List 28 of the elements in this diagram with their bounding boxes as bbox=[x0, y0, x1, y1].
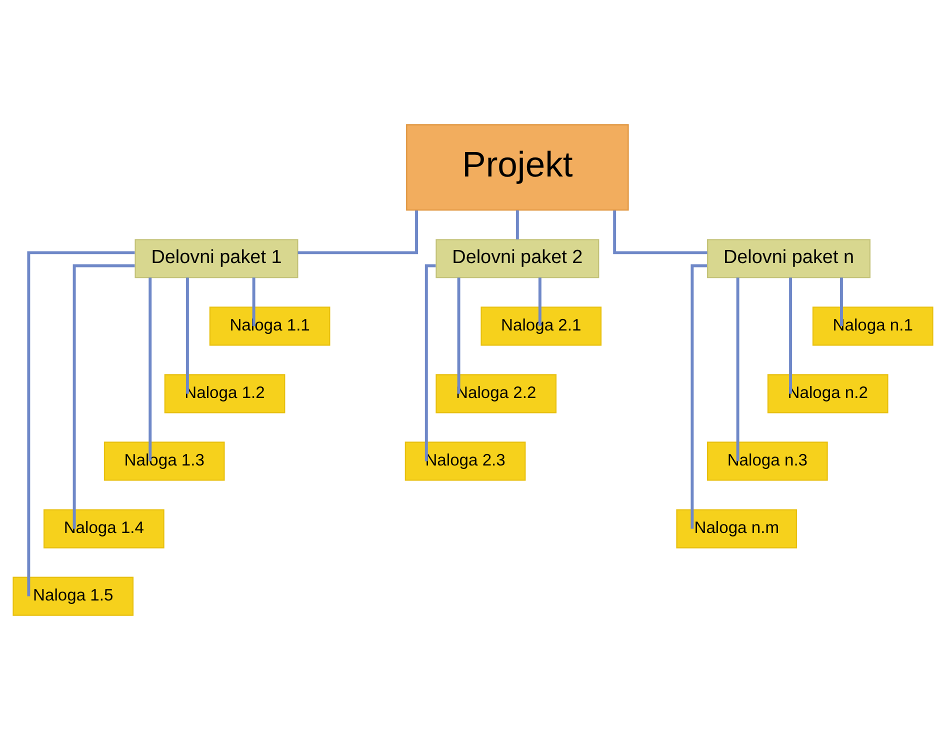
node-box: Naloga 1.5 bbox=[12, 576, 134, 616]
connector bbox=[736, 278, 740, 462]
connector bbox=[27, 251, 135, 596]
node-box: Naloga 1.4 bbox=[44, 509, 164, 548]
connector bbox=[516, 210, 519, 240]
node-box: Naloga n.1 bbox=[812, 306, 934, 346]
node-box: Delovni paket 1 bbox=[134, 239, 298, 278]
node-box: Projekt bbox=[406, 124, 629, 211]
connector bbox=[840, 278, 843, 326]
connector bbox=[613, 210, 708, 254]
node-box: Naloga n.3 bbox=[707, 442, 828, 481]
node-box: Naloga 2.3 bbox=[404, 442, 526, 481]
connector bbox=[252, 278, 256, 326]
connector bbox=[538, 278, 542, 326]
connector bbox=[424, 264, 436, 462]
node-box: Naloga 1.3 bbox=[104, 442, 225, 481]
node-box: Naloga n.m bbox=[676, 509, 798, 548]
connector bbox=[457, 278, 460, 394]
node-box: Naloga 1.1 bbox=[209, 306, 330, 346]
connector bbox=[186, 278, 189, 394]
node-box: Delovni paket 2 bbox=[436, 239, 600, 278]
node-box: Delovni paket n bbox=[707, 239, 871, 278]
connector bbox=[298, 210, 418, 254]
connector bbox=[690, 264, 707, 529]
connector bbox=[789, 278, 792, 394]
node-box: Naloga 2.1 bbox=[480, 306, 602, 346]
connector bbox=[148, 278, 152, 462]
connector bbox=[72, 264, 135, 529]
